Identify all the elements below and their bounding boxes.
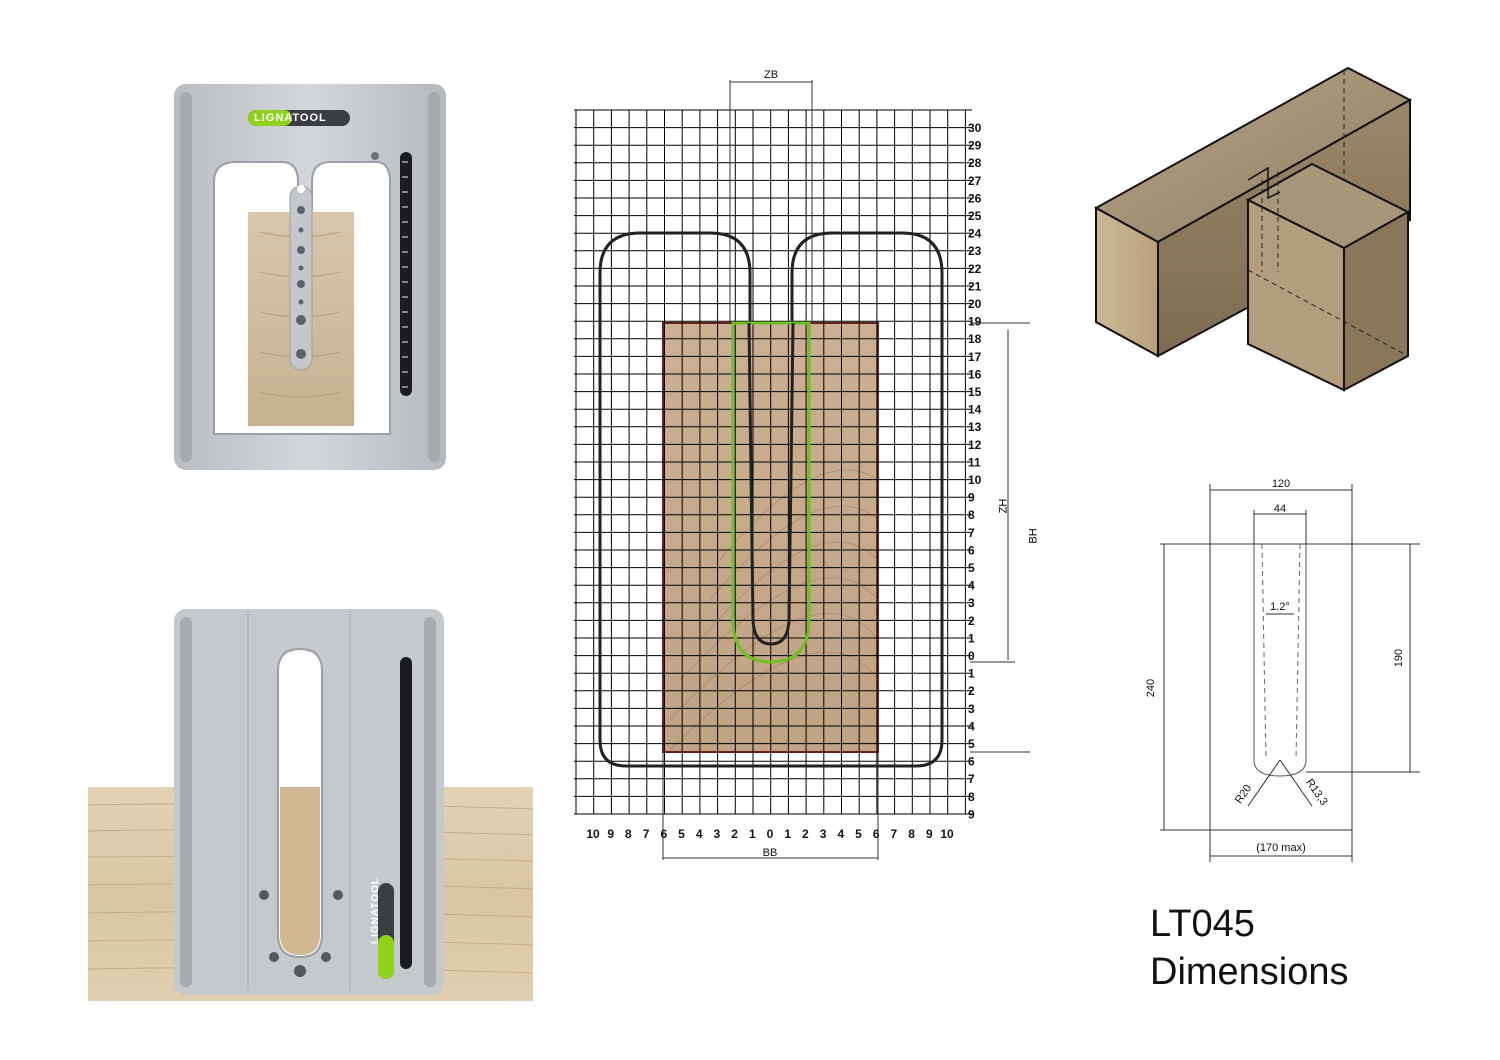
axis-right-label: 5 [968,737,975,751]
dim-height-slot: 190 [1393,649,1405,667]
axis-right-label: 6 [968,543,975,557]
axis-right-label: 6 [968,755,975,769]
axis-bottom-label: 7 [643,827,650,841]
axis-bottom-label: 10 [940,827,954,841]
axis-bottom-label: 6 [873,827,880,841]
axis-bottom-label: 9 [926,827,933,841]
title-block: LT045 Dimensions [1150,900,1349,996]
axis-right-label: 25 [968,209,982,223]
axis-right-label: 5 [968,561,975,575]
axis-right-label: 8 [968,508,975,522]
axis-right-label: 26 [968,191,982,205]
axis-right-label: 2 [968,684,975,698]
template-grid: ZB BB 3029282726252423222120191817161514… [574,69,1030,860]
axis-bottom-label: 4 [696,827,703,841]
brand-logo-text-top: LIGNATOOL [254,112,327,124]
axis-right-label: 7 [968,526,975,540]
tool-scale [400,152,412,396]
drawing-outline [1209,543,1353,831]
axis-right-label: 17 [968,350,982,364]
axis-right-label: 11 [968,455,981,469]
axis-bottom-label: 3 [714,827,721,841]
axis-right-label: 9 [968,807,975,821]
axis-bottom-label: 5 [678,827,685,841]
axis-right-label: 16 [968,367,982,381]
axis-right-label: 9 [968,491,975,505]
axis-bottom-label: 2 [802,827,809,841]
axis-right-label: 18 [968,332,982,346]
axis-bottom-label: 2 [731,827,738,841]
axis-right-label: 1 [968,667,975,681]
axis-right-label: 13 [968,420,982,434]
axis-right-label: 23 [968,244,982,258]
axis-right-label: 21 [968,279,982,293]
axis-right-label: 1 [968,631,975,645]
axis-right-label: 28 [968,156,982,170]
axis-bottom-label: 8 [908,827,915,841]
axis-bottom-label: 4 [837,827,844,841]
axis-right-label: 29 [968,139,982,153]
dim-width-top: 120 [1272,478,1290,490]
axis-right-label: 7 [968,772,975,786]
axis-right-label: 27 [968,174,982,188]
axis-right-label: 2 [968,614,975,628]
axis-right-label: 0 [968,649,975,663]
label-bh: BH [1027,528,1040,544]
label-bb: BB [763,847,778,859]
axis-right-label: 20 [968,297,982,311]
slot-drawing: 120 44 1.2° 240 190 R20 R13,3 (170 max) [1145,478,1420,862]
axis-bottom-label: 0 [767,827,774,841]
axis-right-label: 3 [968,702,975,716]
label-zh: ZH [997,498,1010,514]
axis-right-label: 4 [968,579,975,593]
axis-bottom-label: 10 [586,827,600,841]
brand-logo-text-bottom: LIGNATOOL [370,877,381,944]
axis-right-label: 15 [968,385,982,399]
page-title: Dimensions [1150,951,1349,993]
axis-right-label: 10 [968,473,982,487]
axis-bottom-label: 5 [855,827,862,841]
axis-right-label: 12 [968,438,982,452]
axis-bottom-label: 1 [749,827,756,841]
dim-width-slot: 44 [1274,503,1286,515]
product-code: LT045 [1150,903,1255,945]
dim-angle: 1.2° [1270,601,1290,613]
axis-bottom-label: 6 [660,827,667,841]
grid-lines [574,109,972,815]
axis-bottom-label: 7 [891,827,898,841]
axis-right-label: 30 [968,121,982,135]
axis-bottom-label: 3 [820,827,827,841]
axis-right-label: 19 [968,315,982,329]
joint-isometric [1093,66,1413,392]
axis-bottom-label: 1 [784,827,791,841]
dim-height-total: 240 [1145,679,1157,697]
slot-outline [731,321,811,664]
axis-right-label: 4 [968,719,975,733]
axis-bottom-label: 8 [625,827,632,841]
template-outline [598,231,944,768]
tool-photo-bottom [88,609,533,1001]
dim-width-max: (170 max) [1256,842,1306,854]
axis-right-label: 3 [968,596,975,610]
label-zb: ZB [764,69,778,81]
axis-right-label: 22 [968,262,982,276]
axis-bottom-label: 9 [607,827,614,841]
axis-right-label: 24 [968,227,982,241]
axis-right-label: 8 [968,790,975,804]
axis-right: 3029282726252423222120191817161514131211… [968,121,982,821]
axis-right-label: 14 [968,403,982,417]
tool-photo-top [174,84,446,470]
